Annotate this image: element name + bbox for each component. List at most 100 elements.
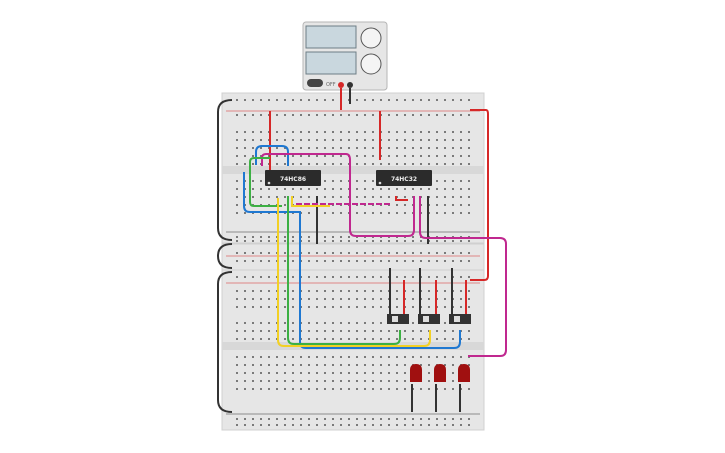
- breadboard-hole[interactable]: [284, 114, 286, 116]
- breadboard-hole[interactable]: [236, 252, 238, 254]
- breadboard-hole[interactable]: [260, 338, 262, 340]
- breadboard-hole[interactable]: [388, 240, 390, 242]
- breadboard-hole[interactable]: [444, 147, 446, 149]
- breadboard-hole[interactable]: [412, 338, 414, 340]
- breadboard-hole[interactable]: [372, 330, 374, 332]
- breadboard-hole[interactable]: [420, 252, 422, 254]
- breadboard-hole[interactable]: [444, 424, 446, 426]
- slide-switch-1-knob[interactable]: [392, 316, 398, 322]
- breadboard-hole[interactable]: [252, 252, 254, 254]
- breadboard-hole[interactable]: [380, 252, 382, 254]
- breadboard-hole[interactable]: [460, 298, 462, 300]
- breadboard-hole[interactable]: [244, 322, 246, 324]
- breadboard-hole[interactable]: [404, 356, 406, 358]
- breadboard-hole[interactable]: [260, 306, 262, 308]
- breadboard-hole[interactable]: [316, 147, 318, 149]
- breadboard-hole[interactable]: [308, 372, 310, 374]
- breadboard-hole[interactable]: [388, 424, 390, 426]
- breadboard-hole[interactable]: [252, 163, 254, 165]
- breadboard-hole[interactable]: [404, 147, 406, 149]
- breadboard-hole[interactable]: [396, 306, 398, 308]
- breadboard-hole[interactable]: [452, 424, 454, 426]
- breadboard-hole[interactable]: [276, 99, 278, 101]
- breadboard-hole[interactable]: [252, 155, 254, 157]
- breadboard-hole[interactable]: [404, 163, 406, 165]
- breadboard-hole[interactable]: [452, 330, 454, 332]
- breadboard-hole[interactable]: [444, 188, 446, 190]
- breadboard-hole[interactable]: [276, 188, 278, 190]
- breadboard-hole[interactable]: [356, 114, 358, 116]
- breadboard-hole[interactable]: [420, 155, 422, 157]
- breadboard-hole[interactable]: [468, 196, 470, 198]
- breadboard-hole[interactable]: [428, 372, 430, 374]
- breadboard-hole[interactable]: [356, 252, 358, 254]
- breadboard-hole[interactable]: [300, 114, 302, 116]
- breadboard-hole[interactable]: [388, 364, 390, 366]
- breadboard-hole[interactable]: [324, 252, 326, 254]
- breadboard-hole[interactable]: [300, 388, 302, 390]
- breadboard-hole[interactable]: [252, 188, 254, 190]
- breadboard-hole[interactable]: [380, 424, 382, 426]
- slide-switch-2-knob[interactable]: [423, 316, 429, 322]
- breadboard-hole[interactable]: [244, 330, 246, 332]
- breadboard-hole[interactable]: [372, 290, 374, 292]
- breadboard-hole[interactable]: [316, 155, 318, 157]
- breadboard-hole[interactable]: [436, 139, 438, 141]
- breadboard-hole[interactable]: [332, 260, 334, 262]
- breadboard-hole[interactable]: [236, 306, 238, 308]
- breadboard-hole[interactable]: [284, 155, 286, 157]
- voltage-knob[interactable]: [360, 27, 382, 49]
- breadboard-hole[interactable]: [276, 424, 278, 426]
- breadboard-hole[interactable]: [308, 306, 310, 308]
- breadboard-hole[interactable]: [412, 114, 414, 116]
- breadboard-hole[interactable]: [412, 276, 414, 278]
- breadboard-hole[interactable]: [292, 252, 294, 254]
- breadboard-hole[interactable]: [460, 204, 462, 206]
- breadboard-hole[interactable]: [340, 236, 342, 238]
- breadboard-hole[interactable]: [252, 180, 254, 182]
- breadboard-hole[interactable]: [292, 139, 294, 141]
- breadboard-hole[interactable]: [404, 260, 406, 262]
- breadboard-hole[interactable]: [396, 155, 398, 157]
- breadboard-hole[interactable]: [364, 298, 366, 300]
- breadboard-hole[interactable]: [284, 290, 286, 292]
- breadboard-hole[interactable]: [252, 380, 254, 382]
- breadboard-hole[interactable]: [420, 418, 422, 420]
- slide-switch-3-knob[interactable]: [454, 316, 460, 322]
- breadboard-hole[interactable]: [364, 139, 366, 141]
- breadboard-hole[interactable]: [452, 163, 454, 165]
- breadboard-hole[interactable]: [276, 131, 278, 133]
- breadboard-hole[interactable]: [436, 212, 438, 214]
- breadboard-hole[interactable]: [356, 380, 358, 382]
- breadboard-hole[interactable]: [324, 372, 326, 374]
- breadboard-hole[interactable]: [324, 236, 326, 238]
- magenta-wire-1[interactable]: [261, 153, 415, 237]
- breadboard-hole[interactable]: [348, 388, 350, 390]
- breadboard-hole[interactable]: [260, 188, 262, 190]
- breadboard-hole[interactable]: [460, 139, 462, 141]
- breadboard-hole[interactable]: [404, 364, 406, 366]
- breadboard-hole[interactable]: [372, 188, 374, 190]
- breadboard-hole[interactable]: [412, 298, 414, 300]
- breadboard-hole[interactable]: [444, 131, 446, 133]
- breadboard-hole[interactable]: [460, 306, 462, 308]
- breadboard-hole[interactable]: [460, 260, 462, 262]
- breadboard-hole[interactable]: [444, 139, 446, 141]
- breadboard-hole[interactable]: [300, 155, 302, 157]
- breadboard-hole[interactable]: [332, 306, 334, 308]
- breadboard-hole[interactable]: [372, 240, 374, 242]
- breadboard-hole[interactable]: [308, 163, 310, 165]
- breadboard-hole[interactable]: [364, 276, 366, 278]
- breadboard-hole[interactable]: [236, 155, 238, 157]
- breadboard-hole[interactable]: [420, 163, 422, 165]
- breadboard-hole[interactable]: [268, 99, 270, 101]
- breadboard-hole[interactable]: [452, 196, 454, 198]
- breadboard-hole[interactable]: [460, 290, 462, 292]
- breadboard-hole[interactable]: [236, 424, 238, 426]
- breadboard-hole[interactable]: [284, 372, 286, 374]
- breadboard-hole[interactable]: [244, 163, 246, 165]
- led-1-body[interactable]: [410, 364, 422, 382]
- breadboard-hole[interactable]: [396, 418, 398, 420]
- breadboard-hole[interactable]: [316, 114, 318, 116]
